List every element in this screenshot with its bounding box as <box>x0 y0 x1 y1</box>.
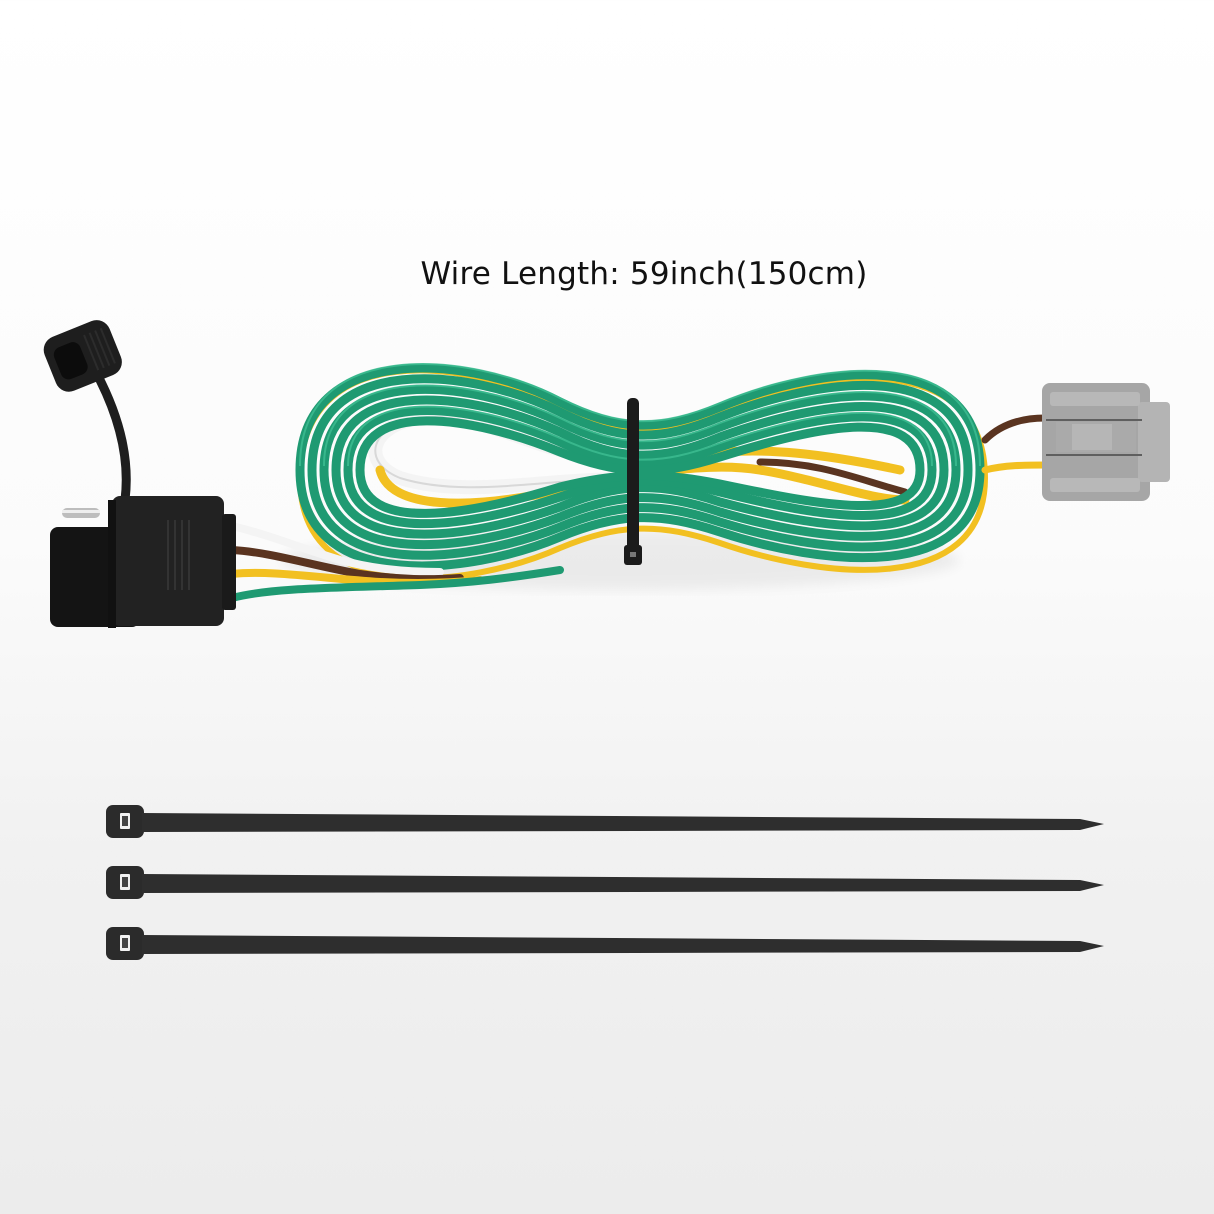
flat-4-pin-connector <box>43 320 236 628</box>
connector-lead-wires <box>228 522 564 602</box>
zip-tie-2 <box>106 866 1104 899</box>
oem-vehicle-plug <box>1042 383 1170 501</box>
zip-tie-1 <box>106 805 1104 838</box>
zip-tie-set <box>106 805 1104 960</box>
oem-plug-lead-wires <box>981 414 1049 474</box>
dust-cap <box>43 320 122 392</box>
coil-zip-tie <box>624 398 642 565</box>
wire-length-caption: Wire Length: 59inch(150cm) <box>420 256 868 292</box>
zip-tie-3 <box>106 927 1104 960</box>
